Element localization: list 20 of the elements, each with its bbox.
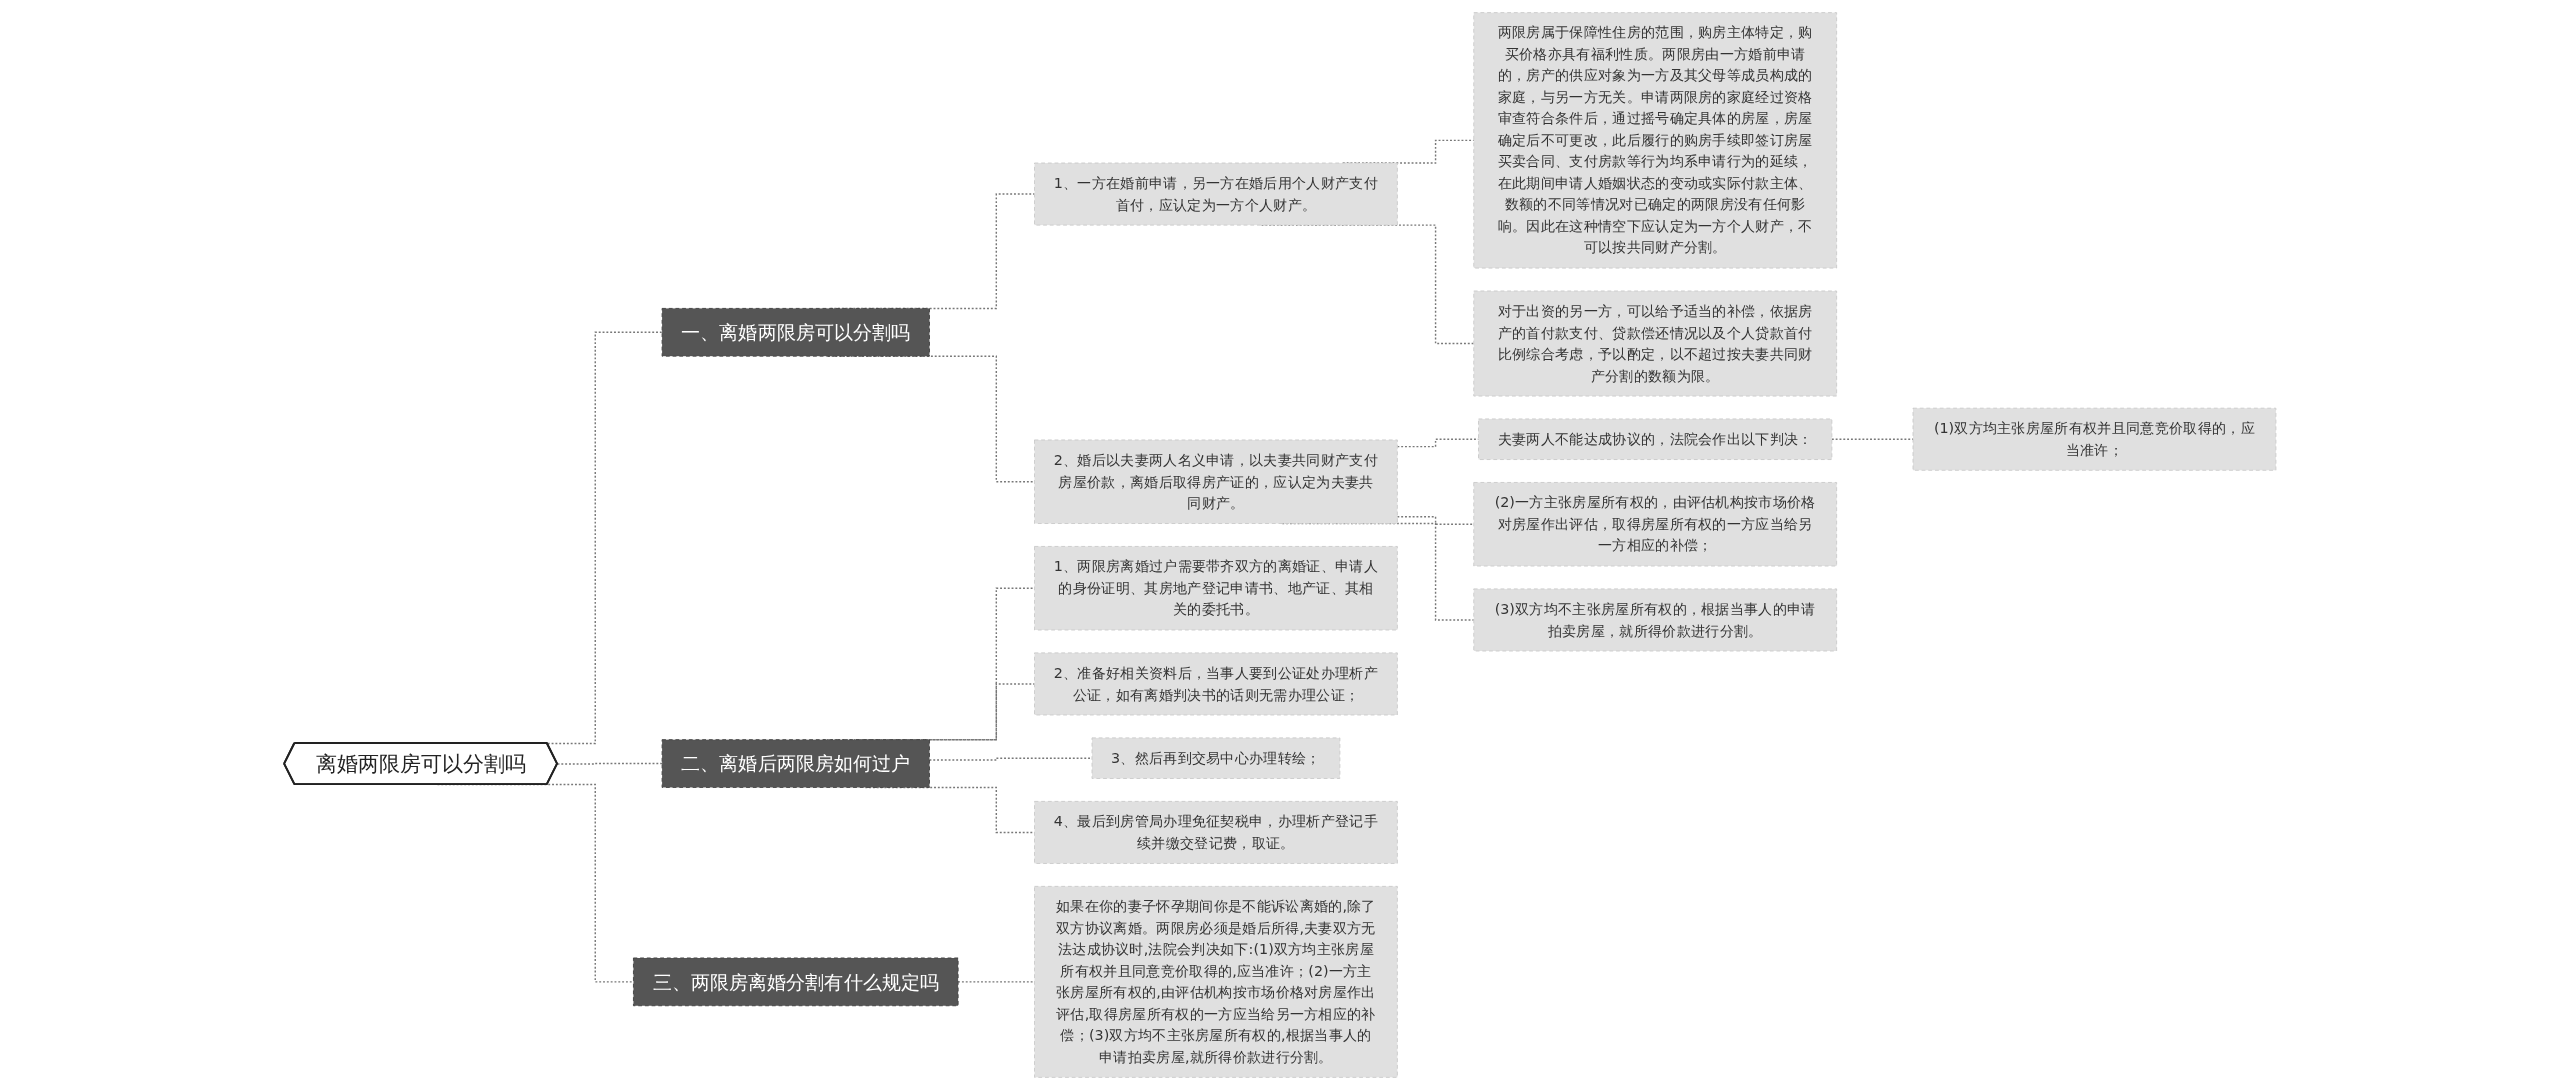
node-box: 1、一方在婚前申请，另一方在婚后用个人财产支付首付，应认定为一方个人财产。 [1034, 162, 1398, 226]
node-box: 两限房属于保障性住房的范围，购房主体特定，购买价格亦具有福利性质。两限房由一方婚前申请的，房产的供应对象为一方及其父母等成员构成的家庭，与另一方无关。申请两限房的家庭经过资格审查符合条件后，通过摇号确定具体的房屋，房屋确定后不可更改，此后履行的购房手续即签订房屋买卖合同、支付房款等行为均系申请行为的延续，在此期间申请人婚姻状态的变动或实际付款主体、数额的不同等情况对已确定的两限房没有任何影响。因此在这种情空下应认定为一方个人财产，不可以按共同财产分割。 [1473, 12, 1838, 269]
node-box: (2)一方主张房屋所有权的，由评估机构按市场价格对房屋作出评估，取得房屋所有权的一方应当给另一方相应的补偿； [1473, 481, 1838, 567]
connector [1396, 516, 1475, 525]
node-box: 二、离婚后两限房如何过户 [661, 739, 930, 788]
node-box: (3)双方均不主张房屋所有权的，根据当事人的申请拍卖房屋，就所得价款进行分割。 [1473, 588, 1838, 652]
node-box: 夫妻两人不能达成协议的，法院会作出以下判决： [1478, 418, 1833, 460]
node-box: 1、两限房离婚过户需要带齐双方的离婚证、申请人的身份证明、其房地产登记申请书、地产证、其相关的委托书。 [1034, 545, 1398, 631]
node-box: 4、最后到房管局办理免征契税申，办理析产登记手续并缴交登记费，取证。 [1034, 800, 1398, 864]
connector [556, 762, 663, 765]
node-box: 一、离婚两限房可以分割吗 [661, 307, 930, 357]
node-box: 对于出资的另一方，可以给予适当的补偿，依据房产的首付款支付、贷款偿还情况以及个人贷款首付比例综合考虑，予以酌定，以不超过按夫妻共同财产分割的数额为限。 [1473, 290, 1838, 397]
node-box: 三、两限房离婚分割有什么规定吗 [632, 957, 959, 1007]
connector [1831, 438, 1914, 440]
node-box: 如果在你的妻子怀孕期间你是不能诉讼离婚的,除了双方协议离婚。两限房必须是婚后所得,夫妻双方无法达成协议时,法院会判决如下:(1)双方均主张房屋所有权并且同意竞价取得的,应当准许；(2)一方主张房屋所有权的,由评估机构按市场价格对房屋作出评估,取得房屋所有权的一方应当给另一方相应的补偿；(3)双方均不主张房屋所有权的,根据当事人的申请拍卖房屋,就所得价款进行分割。 [1034, 885, 1398, 1078]
connector [928, 757, 1093, 761]
node-box: (1)双方均主张房屋所有权并且同意竞价取得的，应当准许； [1912, 407, 2277, 471]
node-box: 3、然后再到交易中心办理转绘； [1091, 737, 1341, 779]
node-box: 2、婚后以夫妻两人名义申请，以夫妻共同财产支付房屋价款，离婚后取得房产证的，应认定为夫妻共同财产。 [1034, 439, 1398, 524]
node-box: 2、准备好相关资料后，当事人要到公证处办理析产公证，如有离婚判决书的话则无需办理公证； [1034, 652, 1398, 716]
